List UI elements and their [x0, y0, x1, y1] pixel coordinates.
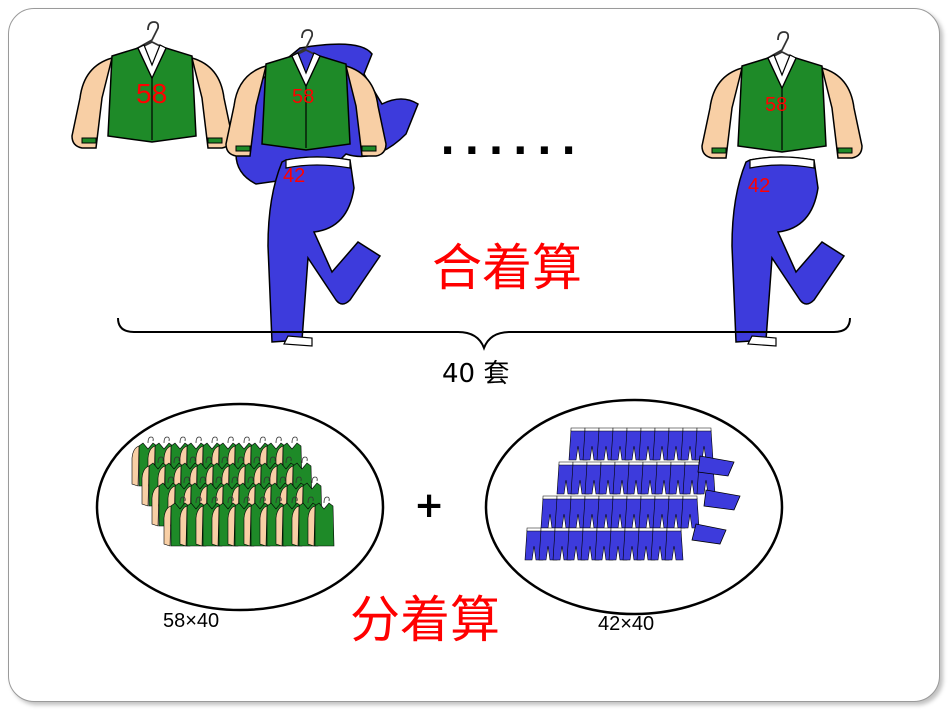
- separate-calculation-label: 分着算: [350, 591, 500, 649]
- pants-price-tag-2: 42: [283, 165, 306, 187]
- brace-bracket: [117, 317, 851, 351]
- jacket-expression: 58×40: [163, 610, 220, 632]
- pants-pile: [524, 427, 741, 561]
- pants-pile-oval: [484, 398, 784, 616]
- jacket-price-tag-2: 58: [292, 86, 315, 108]
- outfit-illustration-3: [701, 31, 863, 347]
- jacket-pile-oval: [95, 402, 385, 612]
- combined-calculation-label: 合着算: [432, 239, 582, 297]
- jacket-price-tag-3: 58: [765, 94, 788, 116]
- pants-price-tag-3: 42: [748, 175, 771, 197]
- outfit-illustration-2: [225, 29, 419, 347]
- sets-count-label: 40 套: [442, 359, 510, 389]
- jacket-price-tag-1: 58: [136, 78, 168, 109]
- ellipsis-dots: ......: [440, 118, 586, 164]
- pants-expression: 42×40: [598, 613, 655, 635]
- plus-sign: +: [414, 485, 445, 526]
- jacket-pile: [131, 436, 335, 547]
